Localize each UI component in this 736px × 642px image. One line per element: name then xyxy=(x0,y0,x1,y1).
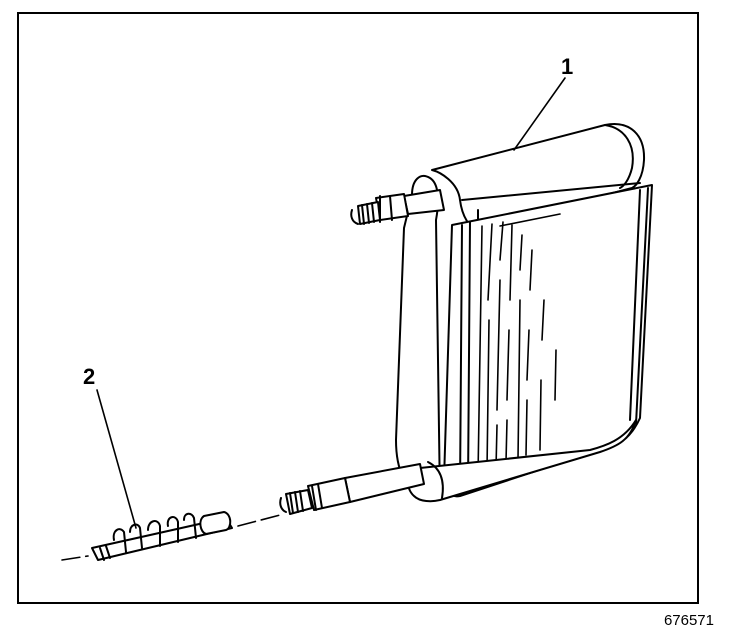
heater-core-body-inner-edge xyxy=(459,224,463,491)
upper-pipe-fitting xyxy=(350,189,445,225)
figure-frame xyxy=(17,12,699,604)
callout-label-1: 1 xyxy=(561,54,574,79)
heater-core-end-plate xyxy=(395,175,441,501)
heater-core xyxy=(395,123,653,503)
callout-label-2: 2 xyxy=(83,364,96,389)
heater-core-fins xyxy=(477,213,561,477)
leader-line-2 xyxy=(96,389,137,529)
leader-line-1 xyxy=(513,77,566,151)
figure-id: 676571 xyxy=(663,612,714,629)
centerline xyxy=(61,513,285,561)
orifice-tube xyxy=(91,511,233,561)
lower-pipe-fitting xyxy=(279,463,425,515)
heater-core-body xyxy=(443,184,653,498)
heater-core-top-tank-seam xyxy=(461,182,641,201)
